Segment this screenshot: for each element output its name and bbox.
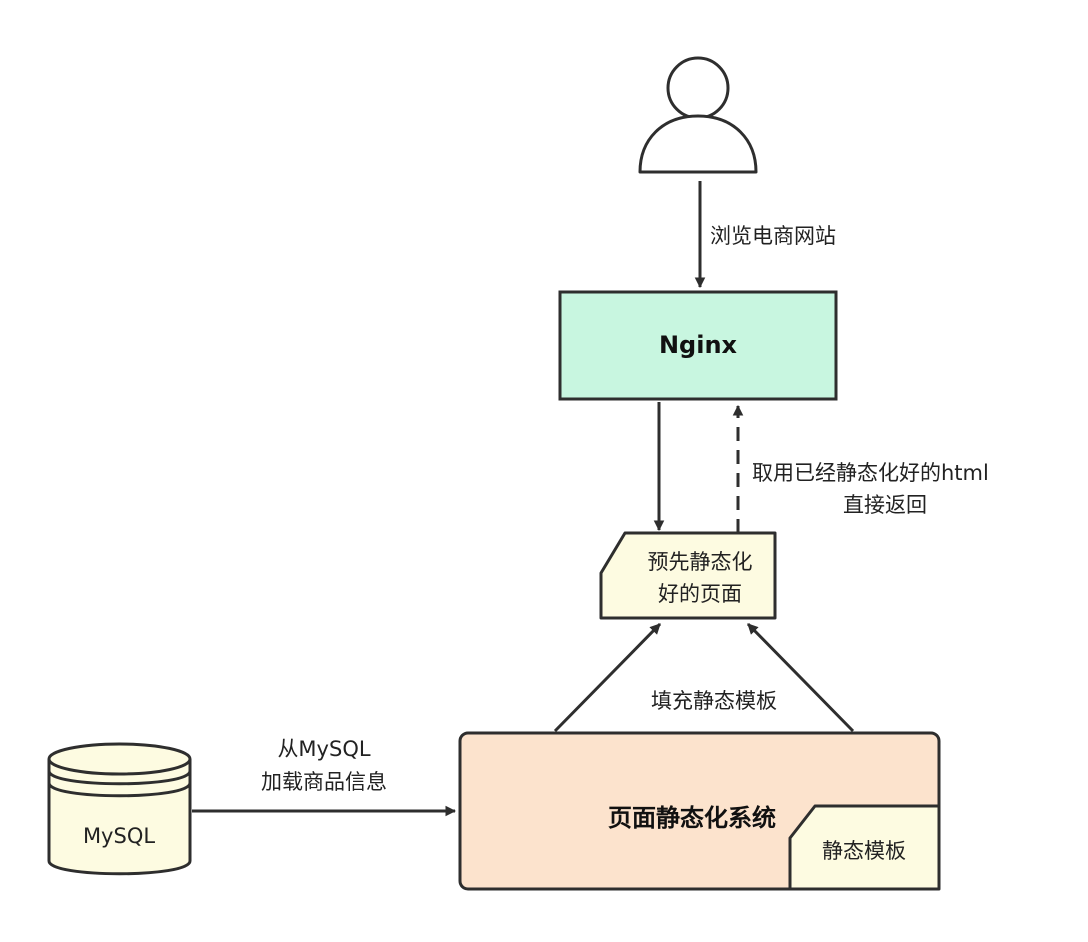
edge-return: 取用已经静态化好的html 直接返回 bbox=[732, 404, 989, 533]
mysql-label: MySQL bbox=[83, 824, 155, 848]
edge-return-label-line2: 直接返回 bbox=[843, 493, 927, 517]
system-label: 页面静态化系统 bbox=[608, 804, 776, 832]
edge-load-label-line1: 从MySQL bbox=[277, 737, 370, 761]
static-page-label-line1: 预先静态化 bbox=[648, 550, 753, 574]
edge-browse: 浏览电商网站 bbox=[694, 181, 836, 289]
edge-fill-label: 填充静态模板 bbox=[651, 689, 777, 713]
nginx-label: Nginx bbox=[659, 331, 738, 359]
edge-load-label-line2: 加载商品信息 bbox=[261, 770, 387, 794]
template-label: 静态模板 bbox=[822, 839, 906, 863]
user-icon bbox=[638, 56, 758, 174]
mysql-node[interactable]: MySQL bbox=[47, 742, 192, 876]
template-node[interactable]: 静态模板 bbox=[788, 804, 941, 891]
static-page-label-line2: 好的页面 bbox=[658, 582, 742, 606]
edge-fill: 填充静态模板 bbox=[553, 622, 855, 733]
edge-return-label-line1: 取用已经静态化好的html bbox=[752, 461, 989, 485]
edge-load: 从MySQL 加载商品信息 bbox=[192, 737, 457, 817]
static-page-node[interactable]: 预先静态化 好的页面 bbox=[599, 531, 777, 620]
nginx-node[interactable]: Nginx bbox=[558, 290, 838, 401]
edge-browse-label: 浏览电商网站 bbox=[710, 224, 836, 248]
